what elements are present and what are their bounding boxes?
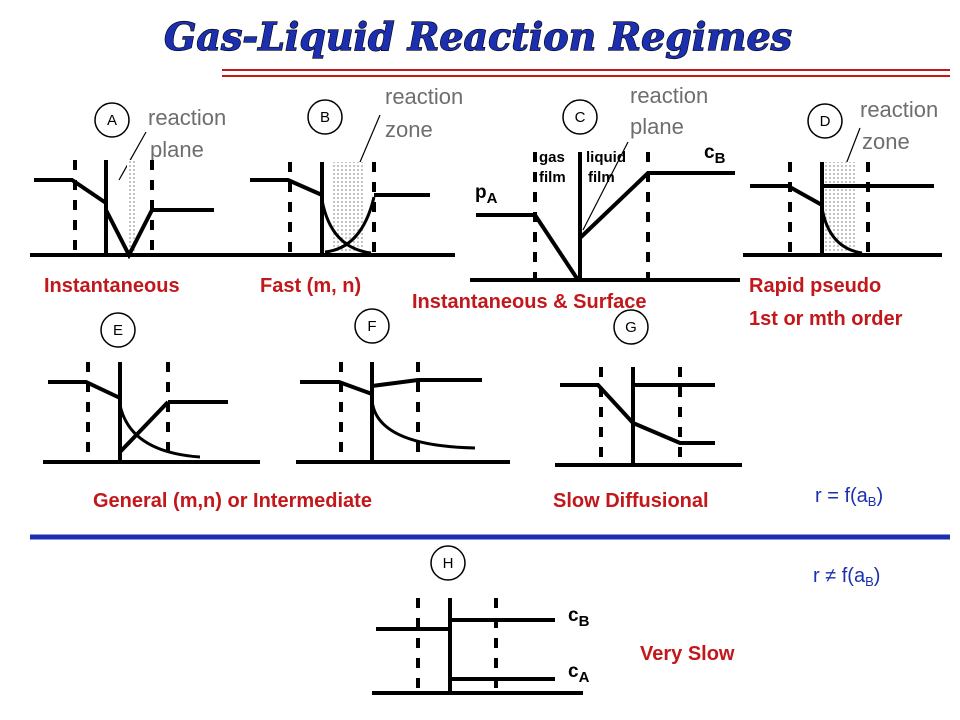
panel-b-gas-profile: [250, 178, 323, 197]
panel-e-a-decay-curve: [118, 404, 201, 459]
panel-c-pointer: [582, 141, 629, 231]
panel-a-badge: [94, 102, 130, 138]
panel-h: H cB cA Very Slow: [372, 545, 735, 695]
panel-c-cb-label: cB: [704, 142, 726, 167]
panel-b: B reaction zone Fast (m, n): [245, 84, 463, 297]
panel-g-letter: G: [625, 319, 637, 336]
rate-depends-label: r = f(aB): [815, 485, 883, 509]
panel-h-badge: [430, 545, 466, 581]
panel-f-bulk-b: [371, 378, 482, 388]
panel-f-letter: F: [367, 318, 376, 335]
panel-h-letter: H: [443, 555, 454, 572]
panel-e-gas-profile: [48, 380, 121, 400]
panel-a-label: Instantaneous: [44, 275, 180, 297]
panel-d-badge: [807, 103, 843, 139]
panel-c-badge: [562, 99, 598, 135]
panel-d-note-line1: reaction: [860, 97, 938, 122]
panel-b-note-line1: reaction: [385, 84, 463, 109]
panel-d: D reaction zone Rapid pseudo 1st or mth …: [743, 97, 942, 330]
general-regime-label: General (m,n) or Intermediate: [93, 490, 372, 512]
panel-b-b-rise-curve: [324, 196, 376, 254]
panel-d-letter: D: [820, 113, 831, 130]
panel-a-liquid-profile: [104, 208, 214, 260]
panel-d-label-line1: Rapid pseudo: [749, 275, 881, 297]
rate-independent-label: r ≠ f(aB): [813, 565, 880, 589]
panel-e: E: [43, 312, 260, 464]
panel-e-b-rise-line: [118, 400, 170, 454]
panel-b-label: Fast (m, n): [260, 275, 361, 297]
panel-g-badge: [613, 309, 649, 345]
panel-c-liquid-film-line1: liquid: [586, 149, 626, 166]
panel-e-badge: [100, 312, 136, 348]
panel-b-letter: B: [320, 109, 330, 126]
page-title: Gas-Liquid Reaction Regimes: [164, 14, 792, 59]
panel-g-a-profile: [560, 383, 715, 445]
panel-f-gas-profile: [300, 380, 373, 396]
panel-d-note-line2: zone: [862, 129, 910, 154]
panel-d-reaction-zone: [825, 162, 857, 255]
panel-a-note-line1: reaction: [148, 105, 226, 130]
panel-c-pa-label: pA: [475, 182, 498, 207]
panel-a: A reaction plane Instantaneous: [30, 102, 245, 297]
panel-b-badge: [307, 99, 343, 135]
panel-c-label: Instantaneous & Surface: [412, 291, 647, 313]
panel-d-gas-profile: [750, 184, 823, 207]
panel-f-a-decay-curve: [370, 399, 476, 450]
panel-b-note-line2: zone: [385, 117, 433, 142]
panel-c-gas-profile: [476, 213, 580, 282]
panel-a-note-line2: plane: [150, 137, 204, 162]
panel-b-reaction-zone: [331, 162, 365, 255]
panel-c: C reaction plane gas film liquid film cB…: [412, 83, 740, 313]
panel-c-note-line1: reaction: [630, 83, 708, 108]
panel-e-letter: E: [113, 322, 123, 339]
panel-c-liquid-profile: [578, 171, 735, 240]
slow-diffusional-label: Slow Diffusional: [553, 490, 709, 512]
panel-d-label-line2: 1st or mth order: [749, 308, 903, 330]
panel-c-gas-film-line2: film: [539, 169, 566, 186]
panel-c-note-line2: plane: [630, 114, 684, 139]
panel-a-pointer: [118, 131, 147, 181]
panel-h-ca-label: cA: [568, 661, 590, 686]
panel-a-reaction-plane: [127, 160, 135, 255]
panel-d-a-decay-curve: [820, 207, 863, 255]
panel-c-letter: C: [575, 109, 586, 126]
panel-f: F: [296, 308, 510, 464]
panel-f-badge: [354, 308, 390, 344]
panel-c-liquid-film-line2: film: [588, 169, 615, 186]
panel-c-gas-film-line1: gas: [539, 149, 565, 166]
panel-a-gas-profile: [34, 178, 108, 205]
panel-g: G: [555, 309, 742, 467]
very-slow-label: Very Slow: [640, 643, 735, 665]
panel-b-a-decay-curve: [320, 199, 372, 255]
panel-h-cb-label: cB: [568, 605, 590, 630]
panel-a-letter: A: [107, 112, 117, 129]
